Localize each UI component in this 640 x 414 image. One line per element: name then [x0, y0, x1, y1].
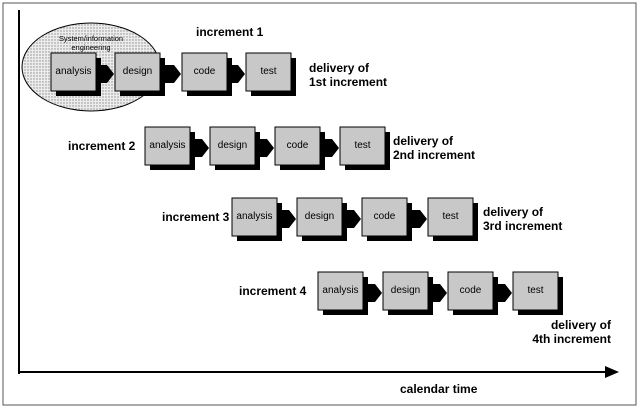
flow-arrow	[229, 65, 245, 83]
delivery-label-line1: delivery of	[483, 205, 544, 219]
increment-label: increment 2	[68, 139, 136, 153]
increments-layer: analysis design code test increment 1 deliver…	[50, 25, 612, 346]
stage-label-design: design	[305, 211, 334, 222]
flow-arrow	[322, 139, 339, 157]
stage-label-code: code	[287, 140, 309, 151]
flow-arrow	[98, 65, 114, 83]
delivery-label-line1: delivery of	[309, 61, 370, 75]
delivery-label-line2: 1st increment	[309, 75, 387, 89]
time-axis-arrowhead	[605, 366, 619, 378]
stage-label-code: code	[374, 211, 396, 222]
stage-label-design: design	[391, 285, 420, 296]
delivery-label-line1: delivery of	[393, 134, 454, 148]
flow-arrow	[279, 210, 296, 228]
delivery-label-line1: delivery of	[551, 318, 612, 332]
stage-label-analysis: analysis	[55, 66, 91, 77]
flow-arrow	[162, 65, 181, 83]
increment-4: analysis design code test increment 4 deliver…	[239, 271, 612, 346]
stage-box	[361, 197, 408, 237]
stage-box	[296, 197, 343, 237]
increment-label: increment 4	[239, 284, 307, 298]
stage-box	[274, 126, 321, 166]
stage-label-code: code	[460, 285, 482, 296]
stage-box	[447, 271, 494, 311]
stage-label-analysis: analysis	[149, 140, 185, 151]
stage-label-test: test	[442, 211, 458, 222]
increment-1: analysis design code test increment 1 deliver…	[50, 25, 387, 96]
stage-box	[427, 197, 474, 237]
flow-arrow	[192, 139, 209, 157]
stage-box	[114, 52, 161, 92]
stage-label-analysis: analysis	[322, 285, 358, 296]
flow-arrow	[257, 139, 274, 157]
increment-label: increment 3	[162, 210, 230, 224]
delivery-label-line2: 2nd increment	[393, 148, 475, 162]
stage-label-test: test	[354, 140, 370, 151]
axis-label: calendar time	[400, 382, 478, 396]
flow-arrow	[365, 284, 382, 302]
stage-label-design: design	[218, 140, 247, 151]
outer-frame	[2, 2, 637, 406]
increment-3: analysis design code test increment 3 deliver…	[162, 197, 562, 241]
stage-box	[245, 52, 292, 92]
increment-2: analysis design code test increment 2 deliver…	[68, 126, 475, 170]
stage-box	[209, 126, 256, 166]
stage-label-test: test	[260, 66, 276, 77]
stage-box	[50, 52, 97, 92]
stage-label-test: test	[527, 285, 543, 296]
stage-box	[339, 126, 386, 166]
stage-label-design: design	[123, 66, 152, 77]
stage-box	[144, 126, 191, 166]
increment-label: increment 1	[196, 25, 264, 39]
flow-arrow	[495, 284, 512, 302]
stage-box	[317, 271, 364, 311]
flow-arrow	[344, 210, 361, 228]
flow-arrow	[430, 284, 447, 302]
delivery-label-line2: 3rd increment	[483, 219, 562, 233]
stage-box	[231, 197, 278, 237]
flow-arrow	[409, 210, 427, 228]
stage-label-code: code	[194, 66, 216, 77]
delivery-label-line2: 4th increment	[532, 332, 611, 346]
ellipse-label-line1: System/information	[59, 34, 123, 43]
ellipse-label-line2: engineering	[71, 43, 110, 52]
stage-label-analysis: analysis	[236, 211, 272, 222]
stage-box	[181, 52, 228, 92]
stage-box	[512, 271, 559, 311]
stage-box	[382, 271, 429, 311]
